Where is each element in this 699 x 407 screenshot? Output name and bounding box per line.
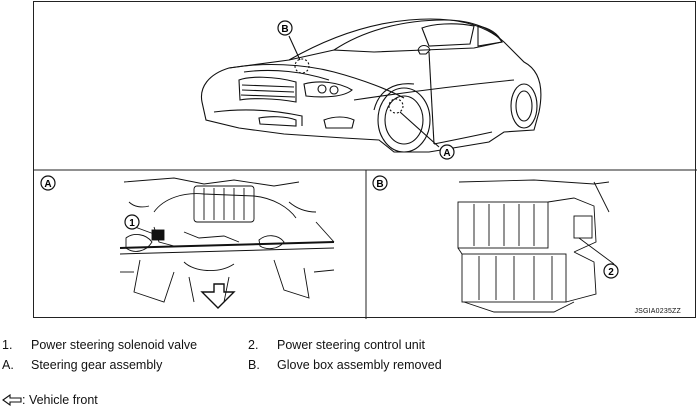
legend-num: 2. <box>248 338 259 352</box>
legend-text: Glove box assembly removed <box>277 358 442 372</box>
callout-b-panel <box>372 175 388 191</box>
figure-illustration: B A <box>34 18 697 319</box>
vehicle-front-label: : Vehicle front <box>22 393 98 407</box>
steering-gear-illustration <box>119 177 335 309</box>
callout-1-label: 1 <box>129 218 135 229</box>
callout-a-label-panel: A <box>44 179 51 190</box>
image-code: JSGIA0235ZZ <box>634 308 681 315</box>
callout-2-label: 2 <box>608 267 614 278</box>
arrow-left-icon <box>2 393 22 407</box>
callout-a-top <box>439 144 455 160</box>
legend-text: Power steering solenoid valve <box>31 338 198 352</box>
callout-1 <box>124 214 140 230</box>
legend-num: B. <box>248 358 260 372</box>
legend-text: Steering gear assembly <box>31 358 163 372</box>
callout-b-label-panel: B <box>376 179 383 190</box>
control-unit-illustration <box>457 179 615 313</box>
vehicle-front-note: : Vehicle front <box>2 393 98 407</box>
legend-num: 1. <box>2 338 13 352</box>
legend-num: A. <box>2 358 14 372</box>
callout-2 <box>603 263 619 279</box>
callout-b-label-top: B <box>281 24 288 35</box>
callout-a-label-top: A <box>443 148 450 159</box>
figure-frame: B A <box>33 1 697 319</box>
callout-b-top <box>277 20 293 36</box>
legend-text: Power steering control unit <box>277 338 425 352</box>
callout-a-panel <box>40 175 56 191</box>
car-illustration <box>200 18 542 153</box>
